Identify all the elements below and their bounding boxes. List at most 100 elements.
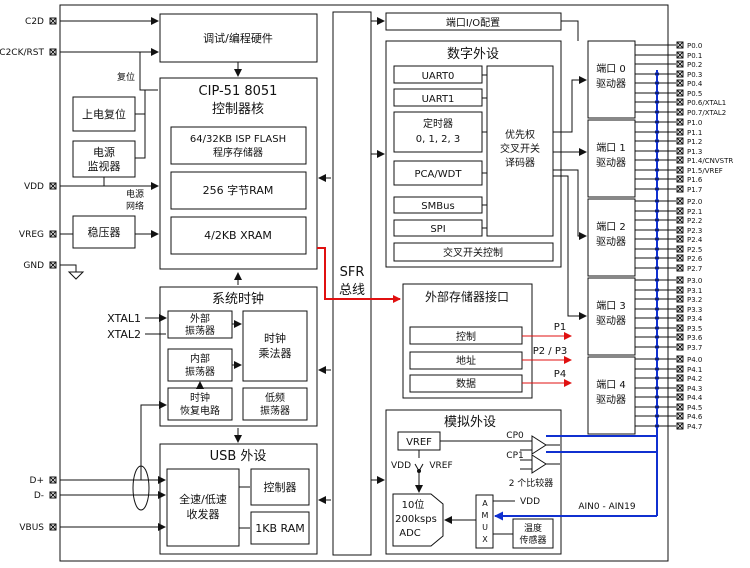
port-pin-label: P1.7 [687, 186, 702, 194]
port-pin-marker [676, 197, 684, 205]
xram-label: 4/2KB XRAM [204, 229, 272, 242]
left-pin-box [49, 182, 57, 190]
port-pin-label: P3.7 [687, 344, 702, 352]
port-pin-marker [676, 156, 684, 164]
port-pin-label: P0.3 [687, 71, 702, 79]
power-network-label-1: 电源 [126, 188, 144, 200]
port2-driver-box [587, 198, 636, 277]
comparator-cp0 [531, 435, 547, 455]
port-io-config-label: 端口I/O配置 [446, 16, 500, 29]
port0-driver-box [587, 40, 636, 119]
port4-driver-label-2: 驱动器 [596, 394, 626, 406]
port-pin-marker [676, 60, 684, 68]
pin-c2ck-label: C2CK/RST [0, 48, 44, 58]
port-pin-label: P4.7 [687, 423, 702, 431]
port-pin-marker [676, 118, 684, 126]
port-pin-marker [676, 286, 684, 294]
port1-driver-box [587, 119, 636, 198]
adc-label-3: ADC [399, 528, 421, 539]
left-pin-box [49, 230, 57, 238]
comparators-label: 2 个比较器 [509, 477, 554, 489]
port-pin-marker [676, 254, 684, 262]
clk-recovery-label-2: 恢复电路 [180, 404, 220, 417]
left-pin-markers [49, 17, 57, 531]
port3-driver-label-1: 端口 3 [596, 299, 626, 312]
sfr-bus-label-1: SFR [340, 265, 365, 280]
ext-osc-label-2: 振荡器 [185, 324, 215, 337]
port-pin-box [676, 41, 684, 49]
port0-driver-label-1: 端口 0 [596, 62, 626, 75]
spi-label: SPI [430, 224, 445, 235]
port-pin-label: P4.3 [687, 385, 702, 393]
port-pin-marker [676, 365, 684, 373]
port-pin-box [676, 286, 684, 294]
port-pin-marker [676, 207, 684, 215]
port-pin-box [676, 355, 684, 363]
power-on-reset-label: 上电复位 [82, 107, 126, 121]
port-pin-label: P0.2 [687, 61, 702, 69]
port-pin-label: P2.4 [687, 236, 703, 244]
clock-title: 系统时钟 [212, 291, 264, 307]
port-pin-marker [676, 89, 684, 97]
left-pin-box [49, 523, 57, 531]
port-pin-marker [676, 98, 684, 106]
port-pin-marker [676, 333, 684, 341]
port4-driver-box [587, 356, 636, 435]
port-pin-label: P0.6/XTAL1 [687, 99, 726, 107]
port-pin-marker [676, 295, 684, 303]
port4-driver-label-1: 端口 4 [596, 378, 626, 391]
adc-shape [392, 493, 444, 547]
emif-p2p3-label: P2 / P3 [533, 346, 568, 357]
left-pin-marker [49, 476, 57, 484]
usb-ram-label: 1KB RAM [255, 522, 304, 535]
port-pin-label: P1.4/CNVSTR [687, 157, 733, 165]
port-pin-box [676, 254, 684, 262]
port-pin-label: P3.2 [687, 296, 702, 304]
emif-address-label: 地址 [456, 354, 476, 367]
port1-driver-label-1: 端口 1 [596, 141, 626, 154]
port-pin-box [676, 305, 684, 313]
digital-title: 数字外设 [447, 47, 499, 62]
port-pin-marker [676, 314, 684, 322]
vref-label: VREF [406, 437, 432, 448]
port-pin-label: P3.6 [687, 334, 703, 342]
port-pin-marker [676, 226, 684, 234]
ext-osc-label-1: 外部 [190, 312, 210, 325]
xtal1-label: XTAL1 [107, 312, 141, 325]
left-pin-box [49, 48, 57, 56]
left-pin-marker [49, 182, 57, 190]
emif-box [402, 283, 533, 399]
port-pin-box [676, 185, 684, 193]
port-pin-marker [676, 147, 684, 155]
usb-transceiver-label-2: 收发器 [187, 507, 220, 521]
port-pin-marker [676, 137, 684, 145]
power-monitor-label-2: 监视器 [88, 159, 121, 173]
amux-label-x: X [482, 535, 488, 544]
port3-driver-label-2: 驱动器 [596, 315, 626, 327]
port-pin-marker [676, 324, 684, 332]
usb-transceiver-box [166, 468, 240, 547]
regulator-label: 稳压器 [88, 225, 121, 239]
power-network-label-2: 网络 [126, 200, 144, 212]
clk-mult-label-1: 时钟 [264, 331, 286, 345]
port-pin-marker [676, 175, 684, 183]
pin-vbus-label: VBUS [19, 523, 44, 533]
usb-box [159, 443, 318, 555]
emif-p1-label: P1 [554, 322, 566, 333]
port-pin-marker [676, 185, 684, 193]
smbus-label: SMBus [421, 201, 454, 212]
port-pin-label: P4.6 [687, 413, 703, 421]
port-pin-box [676, 128, 684, 136]
usb-ram-box [250, 511, 310, 545]
port-pin-label: P4.2 [687, 375, 702, 383]
temp-sensor-label-2: 传感器 [519, 534, 546, 546]
left-pin-marker [49, 523, 57, 531]
port-pin-label: P3.5 [687, 325, 702, 333]
port-pin-marker [676, 245, 684, 253]
port-pin-label: P0.5 [687, 90, 702, 98]
usb-controller-label: 控制器 [264, 480, 297, 494]
port-pin-box [676, 403, 684, 411]
flash-box [170, 126, 307, 165]
cpu-title-1: CIP-51 8051 [199, 84, 278, 99]
